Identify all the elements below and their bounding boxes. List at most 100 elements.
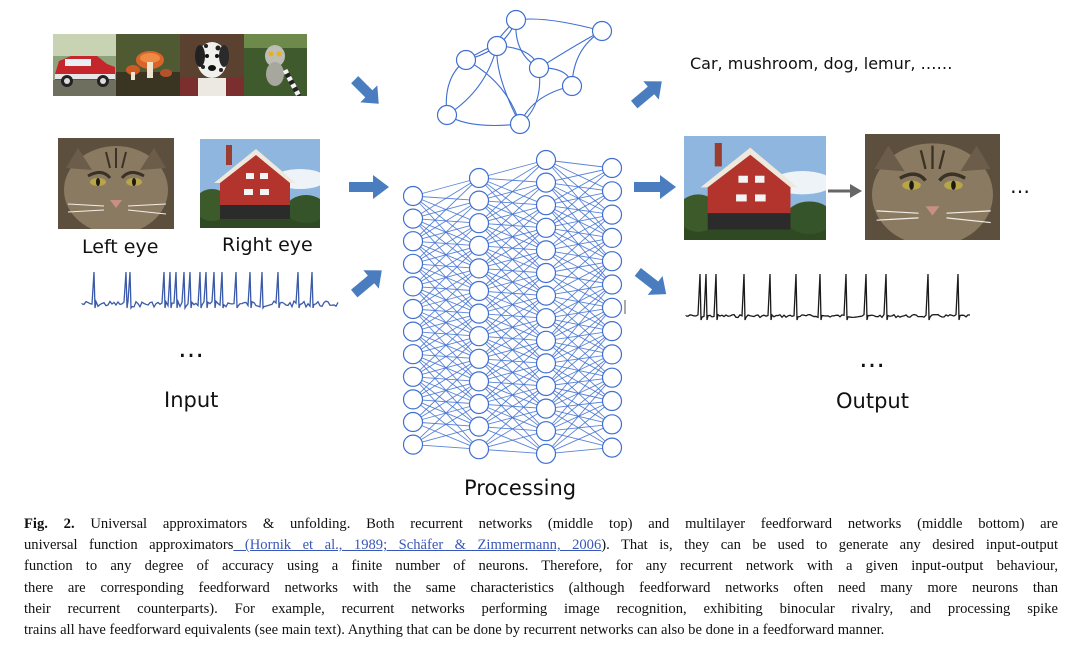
recurrent-neuron	[455, 49, 477, 71]
feedforward-neuron	[601, 204, 623, 225]
feedforward-neuron	[402, 434, 424, 455]
feedforward-neuron	[402, 185, 424, 207]
feedforward-neuron	[535, 443, 557, 464]
feedforward-neuron	[601, 157, 623, 179]
right-eye-label: Right eye	[222, 234, 313, 256]
dalmatian-photo	[180, 34, 244, 96]
feedforward-network	[402, 149, 623, 464]
output-spike-trace	[685, 273, 971, 321]
feedforward-neuron	[601, 344, 623, 365]
feedforward-neuron	[468, 190, 490, 211]
object-photo-strip	[53, 34, 307, 96]
output-house-photo	[684, 136, 826, 240]
caption-fig-label: Fig. 2.	[24, 516, 75, 532]
feedforward-neuron	[535, 353, 557, 374]
feedforward-neuron	[402, 411, 424, 433]
recurrent-connections	[442, 18, 603, 128]
arrow-spikes-to-feedforward	[350, 270, 382, 298]
feedforward-neuron	[535, 195, 557, 216]
feedforward-neuron	[535, 330, 557, 351]
feedforward-neuron	[468, 280, 490, 302]
feedforward-neuron	[402, 344, 424, 365]
citation-link[interactable]: (Hornik et al., 1989; Schäfer & Zimmerma…	[233, 537, 602, 554]
input-dots: …	[178, 334, 204, 364]
arrow-to-recurrent	[351, 76, 379, 104]
feedforward-neuron	[535, 240, 557, 261]
feedforward-neuron	[402, 208, 424, 229]
output-label: Output	[836, 389, 909, 413]
feedforward-neuron	[535, 172, 557, 193]
feedforward-neuron	[601, 274, 623, 295]
output-dots: …	[859, 344, 885, 374]
output-class-labels: Car, mushroom, dog, lemur, ……	[690, 54, 953, 73]
feedforward-neuron	[402, 276, 424, 297]
caption-line-1: Fig. 2. Universal approximators & unfold…	[24, 516, 1058, 532]
feedforward-neuron	[468, 439, 490, 460]
feedforward-neuron	[468, 348, 490, 369]
feedforward-neuron	[468, 258, 490, 279]
caption-line-6: trains all have feedforward equivalents …	[24, 622, 885, 639]
recurrent-neuron	[528, 57, 550, 79]
feedforward-neuron	[468, 303, 490, 324]
feedforward-neuron	[601, 181, 623, 202]
feedforward-neuron	[535, 285, 557, 306]
feedforward-neuron	[601, 367, 623, 388]
feedforward-neuron	[535, 308, 557, 329]
output-cat-photo	[865, 134, 1000, 240]
feedforward-neuron	[402, 389, 424, 410]
feedforward-neuron	[601, 297, 623, 318]
caption-line-2: universal function approximators (Hornik…	[24, 537, 1058, 554]
feedforward-neuron	[402, 298, 424, 320]
arrow-feedforward-to-images	[634, 175, 676, 199]
input-spike-trace	[81, 271, 339, 311]
left-eye-cat-photo	[58, 138, 174, 229]
mushroom-photo	[116, 34, 180, 96]
feedforward-neuron	[535, 375, 557, 397]
recurrent-neuron	[436, 104, 458, 126]
output-images-ellipsis: …	[1010, 174, 1030, 198]
feedforward-neuron	[601, 390, 623, 412]
feedforward-neuron	[601, 414, 623, 435]
recurrent-neuron	[505, 9, 527, 31]
recurrent-neuron	[591, 20, 613, 42]
input-label: Input	[164, 388, 219, 412]
car-photo	[53, 34, 116, 96]
arrow-eyes-to-feedforward	[349, 175, 389, 199]
feedforward-neuron	[468, 393, 490, 415]
feedforward-neuron	[468, 213, 490, 234]
feedforward-connections	[412, 159, 613, 455]
feedforward-neuron	[535, 398, 557, 419]
feedforward-neuron	[468, 416, 490, 437]
feedforward-neuron	[535, 262, 557, 284]
feedforward-neuron	[601, 437, 623, 458]
left-eye-label: Left eye	[82, 236, 159, 258]
caption-line-3: function to any degree of accuracy using…	[24, 558, 1058, 575]
feedforward-neuron	[468, 371, 490, 392]
recurrent-neuron	[561, 75, 583, 97]
feedforward-neuron	[402, 231, 424, 252]
arrow-recurrent-to-labels	[630, 81, 662, 109]
feedforward-neuron	[468, 167, 490, 189]
figure-caption: Fig. 2. Universal approximators & unfold…	[24, 514, 1058, 641]
feedforward-neuron	[468, 235, 490, 256]
lemur-photo	[244, 34, 307, 96]
figure: Car, mushroom, dog, lemur, …… Left eye R…	[53, 9, 1030, 500]
arrow-house-to-cat	[828, 184, 862, 198]
recurrent-neuron	[509, 113, 531, 135]
feedforward-neuron	[601, 321, 623, 342]
recurrent-neuron	[486, 35, 508, 57]
feedforward-neuron	[402, 321, 424, 342]
feedforward-neuron	[535, 149, 557, 171]
processing-label: Processing	[464, 476, 577, 500]
feedforward-neuron	[535, 217, 557, 238]
figure-graphics	[81, 9, 971, 464]
feedforward-neuron	[601, 227, 623, 248]
feedforward-neuron	[601, 251, 623, 272]
right-eye-house-photo	[200, 139, 320, 228]
feedforward-neuron	[402, 253, 424, 274]
caption-line-4: there are corresponding feedforward netw…	[24, 579, 1058, 596]
feedforward-neuron	[468, 326, 490, 347]
feedforward-neuron	[402, 366, 424, 387]
recurrent-network	[436, 9, 613, 135]
feedforward-neuron	[535, 421, 557, 442]
